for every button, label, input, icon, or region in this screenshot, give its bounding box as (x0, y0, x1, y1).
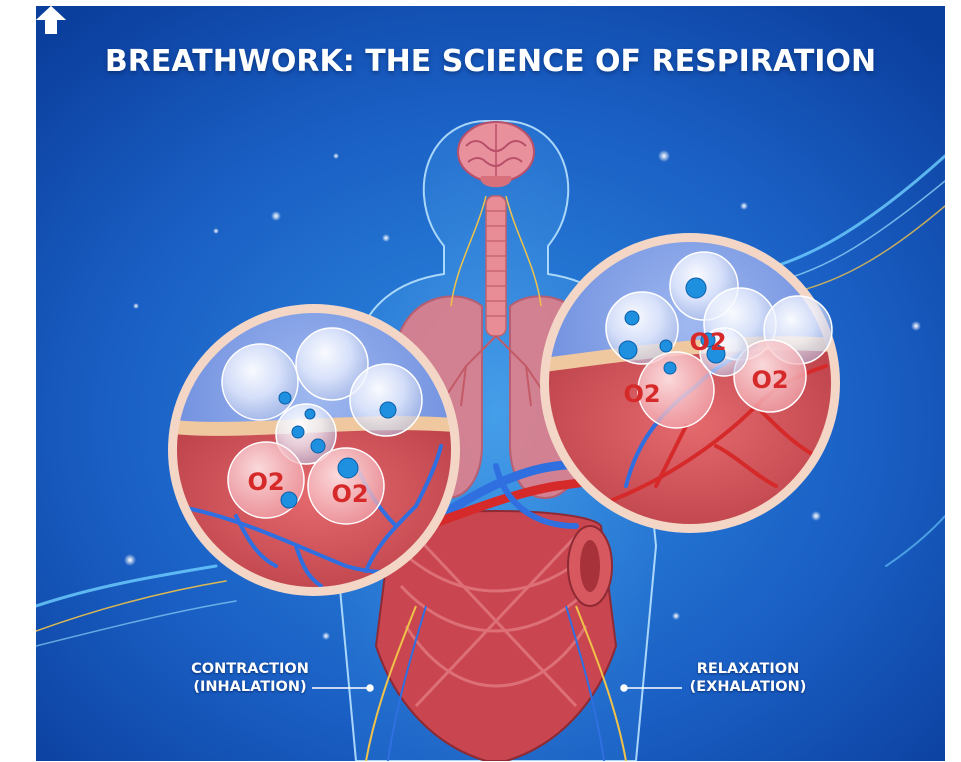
infographic-canvas: O2 O2 (36, 6, 945, 761)
relaxation-label-line1: RELAXATION (682, 660, 814, 678)
contraction-label-line2: (INHALATION) (184, 678, 316, 696)
o2-label: O2 (751, 366, 788, 394)
up-arrow-icon (36, 6, 66, 34)
page-title: BREATHWORK: THE SCIENCE OF RESPIRATION (36, 44, 945, 79)
relaxation-label-line2: (EXHALATION) (682, 678, 814, 696)
o2-label: O2 (331, 480, 368, 508)
respiration-illustration: O2 O2 (36, 6, 945, 761)
o2-label: O2 (247, 468, 284, 496)
contraction-label-line1: CONTRACTION (184, 660, 316, 678)
relaxation-label: RELAXATION (EXHALATION) (682, 660, 814, 696)
contraction-label: CONTRACTION (INHALATION) (184, 660, 316, 696)
o2-label: O2 (623, 380, 660, 408)
o2-label: O2 (689, 328, 726, 356)
brain-icon (458, 122, 534, 182)
